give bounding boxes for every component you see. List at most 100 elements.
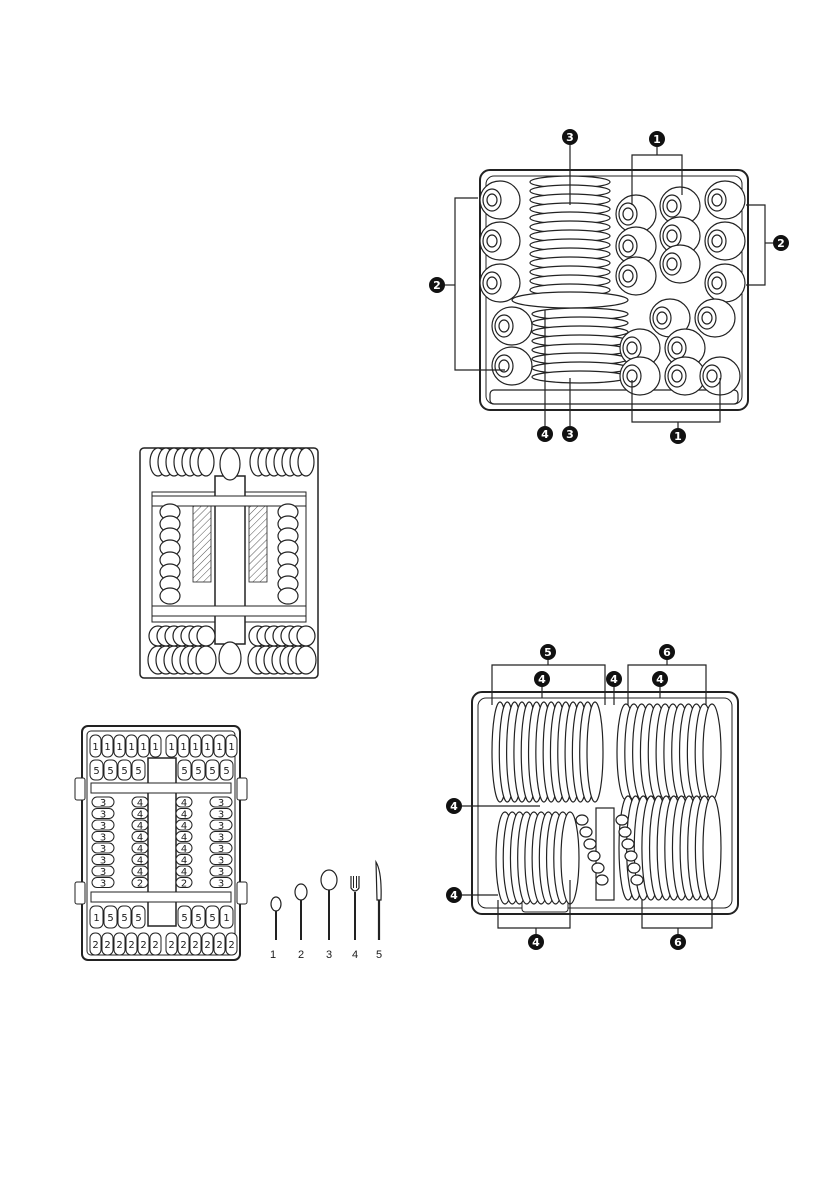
tray-slot-number: 3 (218, 798, 224, 809)
callout-badge: 4 (537, 426, 553, 442)
upper-cups-right (616, 181, 745, 395)
spoon-shape (584, 839, 596, 849)
tray-slot-number: 5 (181, 913, 187, 924)
tray-slot-number: 2 (181, 879, 187, 890)
plate-shape (587, 702, 603, 802)
callout-number: 4 (610, 673, 618, 686)
tray-slot-number: 5 (135, 766, 141, 777)
callout-number: 2 (777, 237, 785, 250)
spoon-shape (278, 588, 298, 604)
callout-badge: 4 (534, 671, 550, 687)
tray-slot-number: 3 (218, 833, 224, 844)
callout-number: 4 (656, 673, 664, 686)
plate-shape (532, 371, 628, 383)
tray-slot-number: 5 (181, 766, 187, 777)
tray-slot-number: 4 (181, 856, 187, 867)
cup-shape (672, 370, 682, 382)
tray-slot-number: 3 (100, 879, 106, 890)
tray-slot-number: 4 (181, 867, 187, 878)
callout-number: 6 (674, 936, 682, 949)
callout-number: 4 (538, 673, 546, 686)
tray-slot-number: 5 (209, 913, 215, 924)
spoon-shape (592, 863, 604, 873)
cup-shape (707, 370, 717, 382)
spoon-shape (219, 642, 241, 674)
tray-slot-number: 2 (228, 940, 234, 951)
lower-plates-right-top (617, 704, 721, 800)
spoon-shape (296, 646, 316, 674)
tray-slot-number: 4 (181, 810, 187, 821)
tray-slot-number: 1 (116, 742, 122, 753)
cup-shape (623, 240, 633, 252)
callout-badge: 2 (773, 235, 789, 251)
lower-plates-left-top (492, 702, 603, 802)
cutlery-legend: 1 2 3 4 5 (270, 862, 382, 961)
tray-slot-number: 1 (204, 742, 210, 753)
tray-slot-number: 1 (104, 742, 110, 753)
tray-slot-number: 4 (137, 810, 143, 821)
callout-badge: 6 (670, 934, 686, 950)
spoon-shape (196, 646, 216, 674)
tray-slot-number: 5 (195, 913, 201, 924)
callout-number: 6 (663, 646, 671, 659)
spoon-shape (588, 851, 600, 861)
spoon-shape (619, 827, 631, 837)
spoon-shape (625, 851, 637, 861)
callout-badge: 2 (429, 277, 445, 293)
cup-shape (657, 312, 667, 324)
lower-plates-left-bottom (496, 812, 579, 904)
upper-plates (512, 176, 628, 383)
tray-slot-number: 3 (218, 810, 224, 821)
legend-label: 4 (352, 949, 358, 961)
cup-shape (667, 230, 677, 242)
cup-shape (667, 258, 677, 270)
tray-slot-number: 1 (192, 742, 198, 753)
teaspoon-icon (271, 897, 281, 940)
tray-slot-number: 2 (140, 940, 146, 951)
plate-shape (703, 704, 721, 800)
legend-label: 3 (326, 949, 332, 961)
cutlery-basket-figure (140, 448, 318, 678)
spoon-shape (197, 626, 215, 646)
upper-cups-left (480, 181, 532, 385)
tray-slot-number: 2 (137, 879, 143, 890)
spoon-shape (628, 863, 640, 873)
tray-slot-number: 5 (121, 766, 127, 777)
callout-badge: 1 (649, 131, 665, 147)
spoon-shape (596, 875, 608, 885)
callout-number: 4 (532, 936, 540, 949)
tray-slot-number: 1 (228, 742, 234, 753)
tray-slot-number: 2 (152, 940, 158, 951)
cup-shape (702, 312, 712, 324)
callout-number: 1 (653, 133, 661, 146)
tray-slot-number: 2 (104, 940, 110, 951)
tray-slot-number: 4 (181, 798, 187, 809)
tray-slot-number: 1 (216, 742, 222, 753)
tray-slot-number: 3 (218, 844, 224, 855)
tray-slot-number: 5 (107, 913, 113, 924)
tray-slot-number: 1 (92, 742, 98, 753)
upper-basket-figure: 3 1 2 2 4 3 1 (429, 129, 789, 444)
cup-shape (667, 200, 677, 212)
cup-shape (487, 194, 497, 206)
callout-number: 5 (544, 646, 552, 659)
callout-badge: 4 (606, 671, 622, 687)
tray-slot-number: 3 (100, 856, 106, 867)
callout-badge: 4 (446, 887, 462, 903)
callout-badge: 4 (652, 671, 668, 687)
tray-slot-number: 1 (152, 742, 158, 753)
spoon-shape (220, 448, 240, 480)
tray-slot-number: 1 (180, 742, 186, 753)
callout-badge: 5 (540, 644, 556, 660)
tray-slot-number: 3 (100, 833, 106, 844)
tray-slot-number: 4 (181, 821, 187, 832)
tray-slot-number: 3 (100, 821, 106, 832)
cup-shape (712, 277, 722, 289)
callout-badge: 6 (659, 644, 675, 660)
spoon-shape (298, 448, 314, 476)
tray-slot-number: 2 (116, 940, 122, 951)
tray-slot-number: 5 (209, 766, 215, 777)
tray-slot-number: 1 (168, 742, 174, 753)
